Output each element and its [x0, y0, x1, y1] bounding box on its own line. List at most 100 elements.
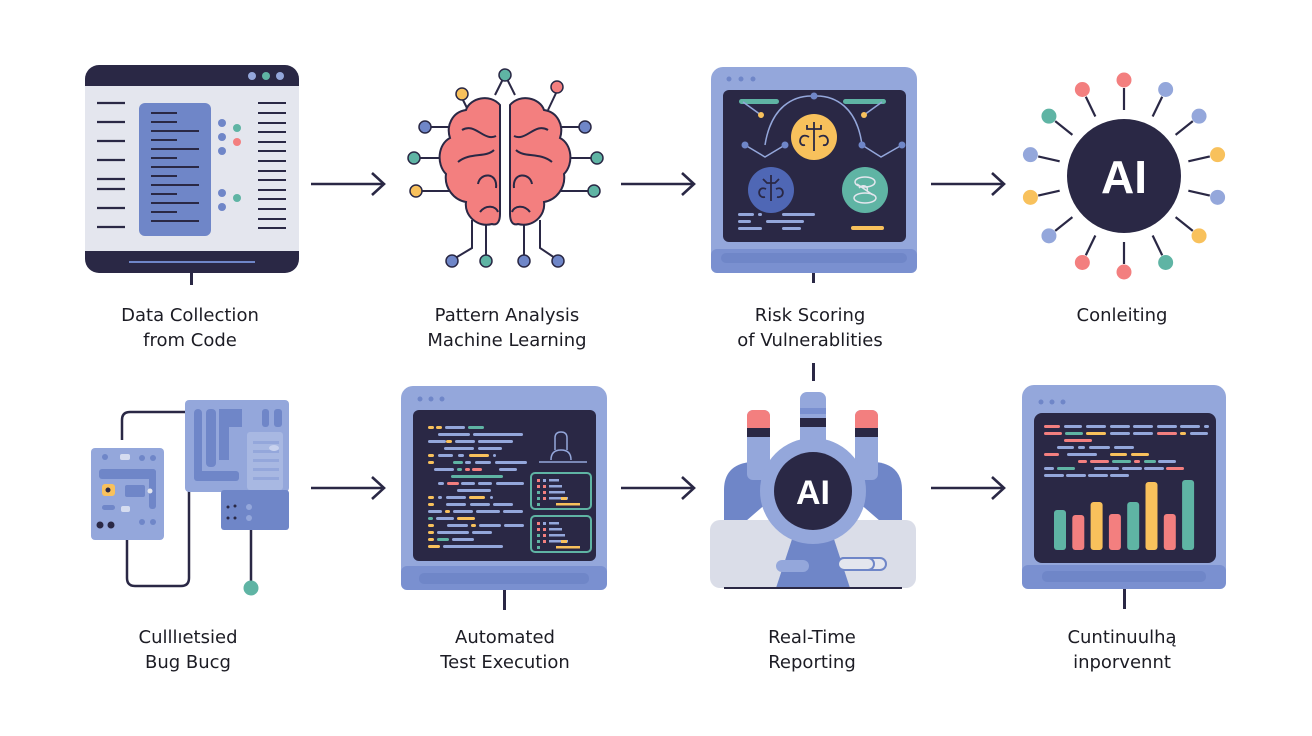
spoke-line [1151, 96, 1164, 118]
code-line [428, 503, 434, 506]
spoke-node [1158, 82, 1174, 98]
spoke-node [1041, 228, 1057, 244]
code-line [1110, 453, 1127, 456]
spoke-node [1022, 189, 1038, 205]
spoke-line [1151, 234, 1164, 256]
chart-bar [1145, 482, 1158, 550]
code-line [1204, 425, 1209, 428]
code-line [438, 433, 470, 436]
code-line [1044, 432, 1062, 435]
code-line [549, 491, 565, 494]
code-line [476, 510, 500, 513]
status-dot [543, 522, 546, 525]
code-line [1057, 446, 1074, 449]
code-line [443, 545, 503, 548]
code-line [428, 538, 434, 541]
spoke-node [1116, 72, 1132, 88]
code-line [438, 496, 442, 499]
code-line [457, 468, 462, 471]
code-line [1157, 432, 1177, 435]
code-line [428, 531, 434, 534]
spoke-node [1210, 147, 1226, 163]
code-line [1110, 474, 1129, 477]
ai-hub-icon: AI [1014, 66, 1234, 286]
status-dot [537, 491, 540, 494]
spoke-node [1191, 228, 1207, 244]
status-dot [543, 534, 546, 537]
status-dot [537, 546, 540, 549]
code-line [446, 440, 452, 443]
code-line [470, 503, 490, 506]
code-window-icon [85, 65, 299, 273]
arrow-right-icon [928, 169, 1008, 199]
code-line [434, 468, 454, 471]
ai-engine-label: AI [796, 474, 830, 512]
test-terminal-icon [401, 386, 607, 590]
ai-hub-label: AI [1101, 151, 1147, 203]
code-line [1110, 432, 1130, 435]
spoke-line [1188, 155, 1211, 163]
connector-line [1123, 589, 1126, 609]
code-line [428, 545, 440, 548]
status-dot [537, 497, 540, 500]
status-dot [543, 479, 546, 482]
chart-bar [1108, 514, 1121, 550]
code-line [445, 426, 465, 429]
code-line [428, 496, 434, 499]
code-line [457, 517, 475, 520]
status-dot [543, 528, 546, 531]
chart-bar [1127, 502, 1140, 550]
code-line [503, 510, 523, 513]
code-line [1088, 474, 1108, 477]
code-line [1066, 474, 1086, 477]
code-line [446, 503, 466, 506]
code-line [556, 546, 580, 549]
code-line [1180, 425, 1200, 428]
chart-bar [1090, 502, 1103, 550]
code-line [455, 440, 475, 443]
code-line [493, 503, 513, 506]
code-line [479, 524, 501, 527]
code-line [436, 426, 442, 429]
code-line [1078, 446, 1085, 449]
code-line [472, 468, 482, 471]
code-line [549, 479, 559, 482]
status-dot [537, 503, 540, 506]
code-line [549, 485, 562, 488]
code-line [444, 447, 474, 450]
code-line [1133, 425, 1153, 428]
code-line [1190, 432, 1208, 435]
code-line [436, 517, 454, 520]
code-line [468, 426, 484, 429]
code-line [428, 454, 434, 457]
code-line [1122, 467, 1142, 470]
code-line [1144, 467, 1164, 470]
spoke-node [1210, 189, 1226, 205]
code-line [461, 482, 475, 485]
code-line [1133, 432, 1153, 435]
code-line [1044, 474, 1064, 477]
spoke-line [1054, 216, 1074, 232]
spoke-node [1074, 254, 1090, 270]
code-line [561, 540, 567, 543]
status-dot [537, 479, 540, 482]
code-line [1089, 446, 1110, 449]
code-line [1057, 467, 1075, 470]
code-line [549, 497, 568, 500]
status-dot [543, 497, 546, 500]
arrow-right-icon [618, 169, 698, 199]
code-line [1180, 432, 1186, 435]
code-line [452, 538, 474, 541]
code-line [1044, 467, 1054, 470]
code-line [428, 461, 434, 464]
chart-bar [1072, 515, 1085, 550]
code-line [428, 517, 433, 520]
code-line [453, 510, 473, 513]
code-line [438, 454, 453, 457]
code-line [549, 540, 568, 543]
spoke-node [1074, 82, 1090, 98]
status-dot [543, 491, 546, 494]
